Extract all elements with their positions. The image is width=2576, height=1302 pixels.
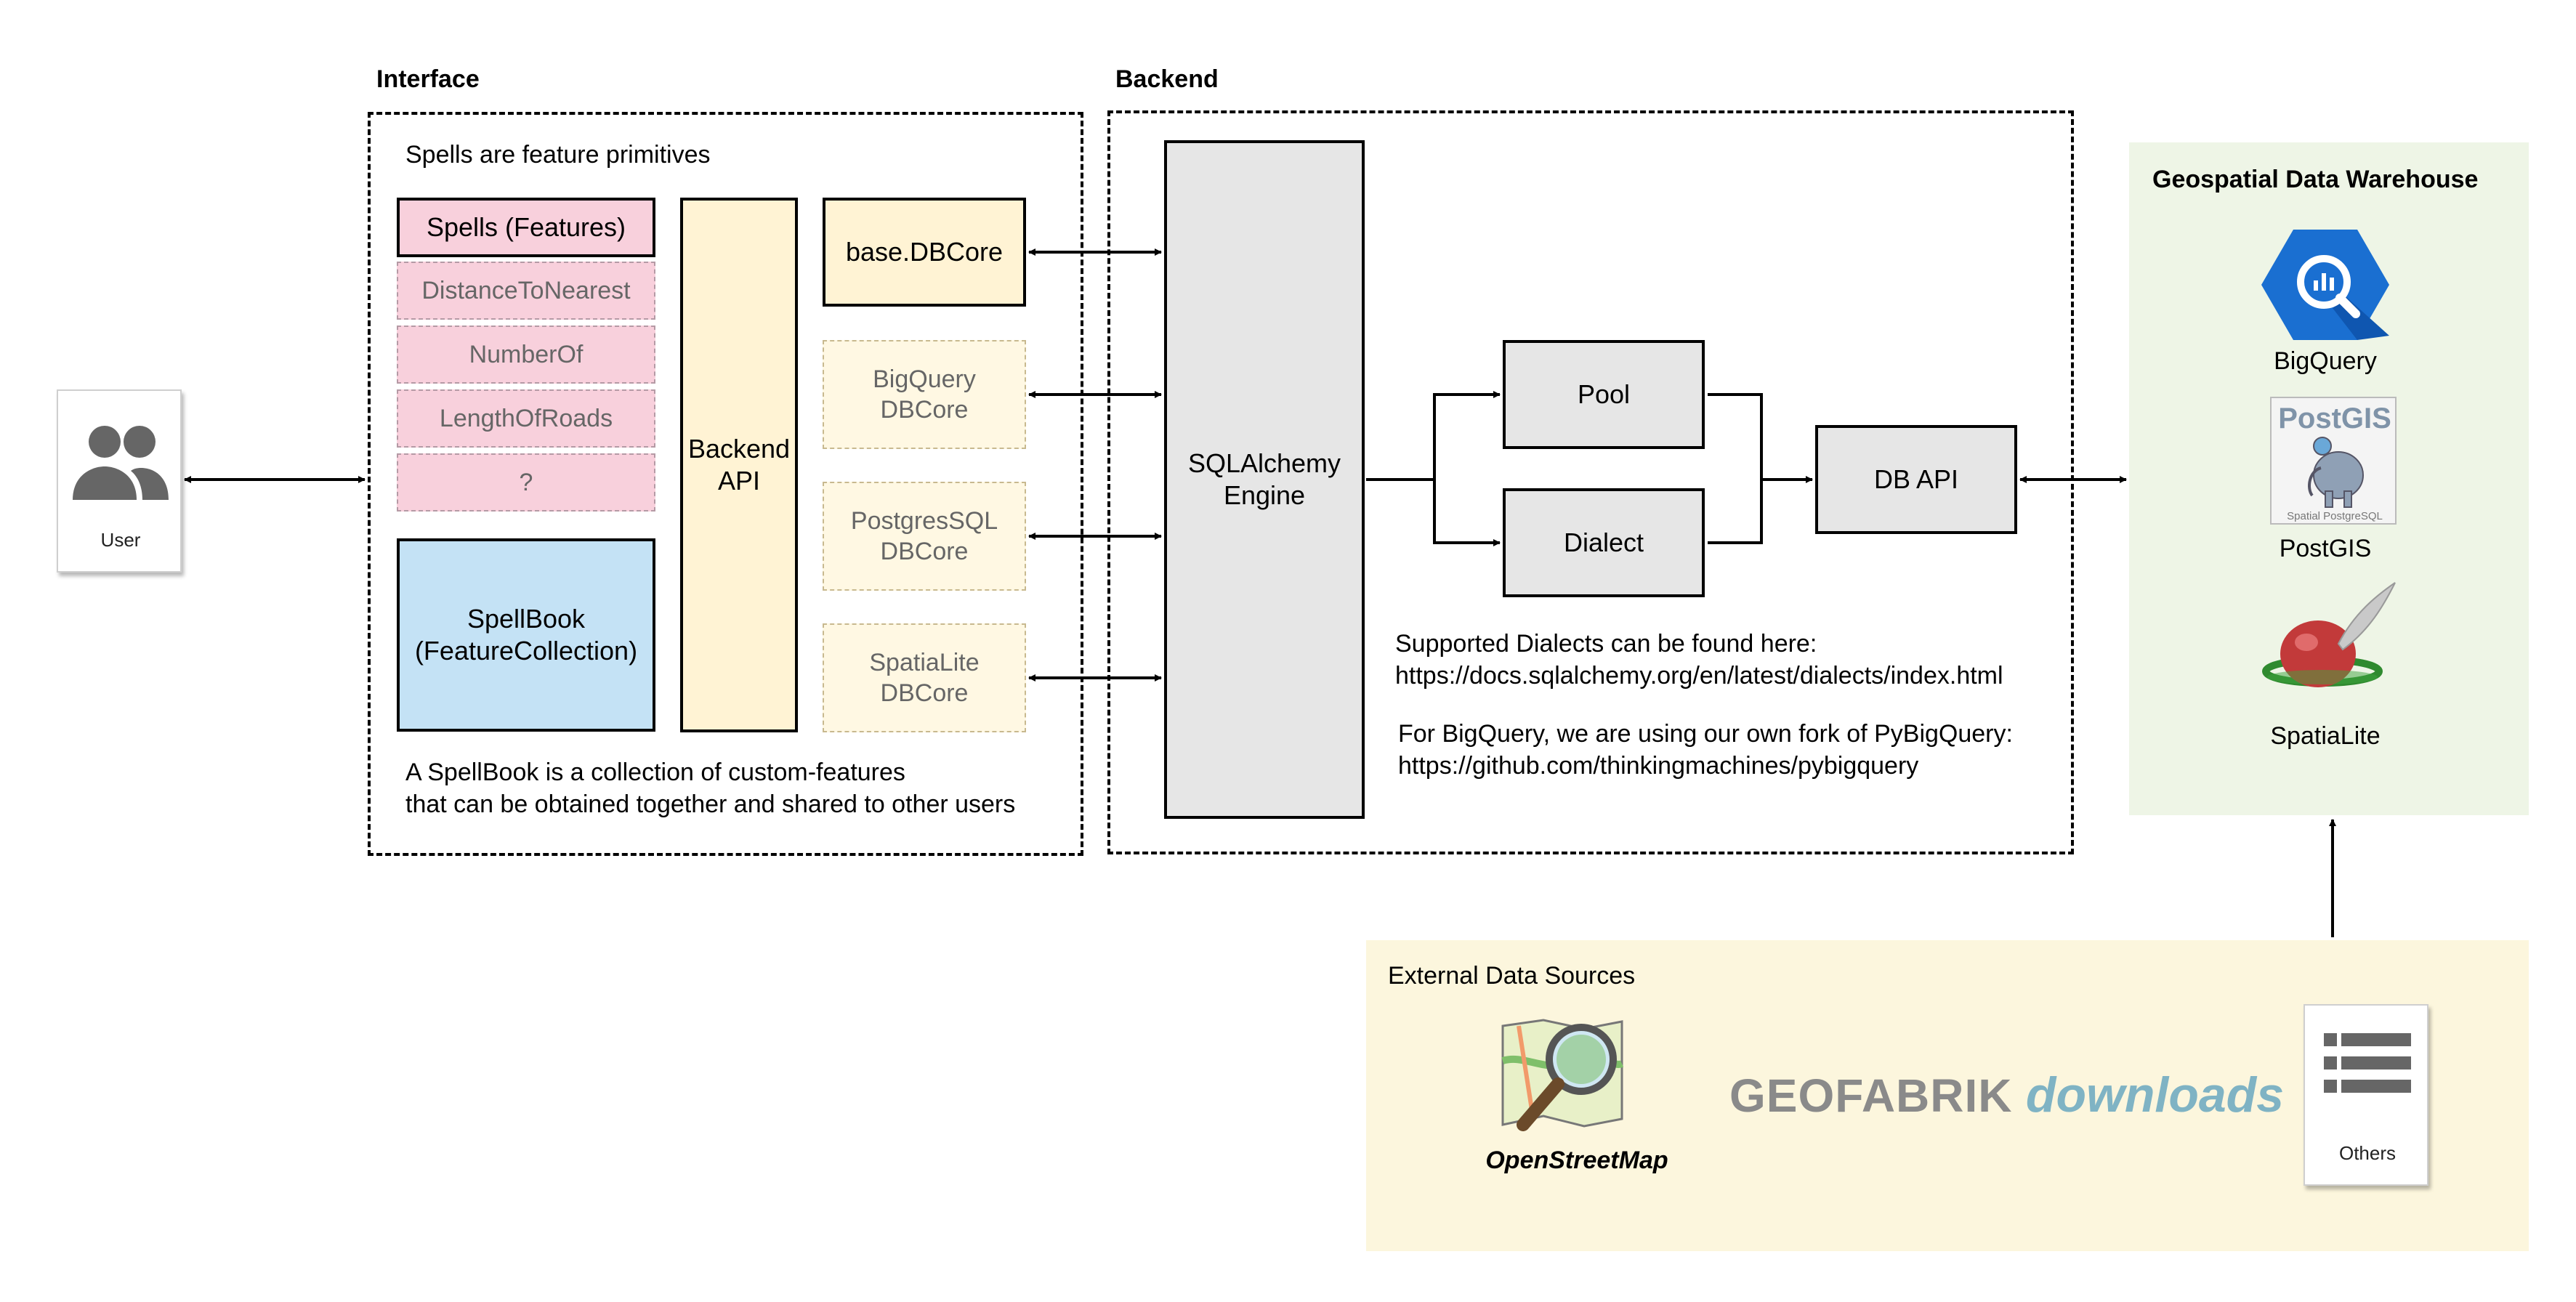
postgres-dbcore-line1: PostgresSQL bbox=[850, 507, 998, 535]
geofabrik-logo[interactable]: GEOFABRIK downloads bbox=[1729, 1067, 2284, 1123]
postgres-dbcore-line2: DBCore bbox=[880, 538, 969, 565]
bigquery-icon bbox=[2261, 230, 2389, 340]
interface-title: Interface bbox=[376, 65, 480, 93]
interface-caption-bottom-line2: that can be obtained together and shared… bbox=[405, 790, 1016, 818]
spatialite-dbcore-line1: SpatiaLite bbox=[869, 649, 980, 676]
user-card[interactable]: User bbox=[57, 389, 182, 573]
spellbook-label-line1: SpellBook bbox=[467, 604, 586, 634]
interface-group bbox=[368, 112, 1083, 856]
user-label: User bbox=[100, 529, 141, 551]
spells-header[interactable]: Spells (Features) bbox=[397, 198, 655, 257]
server-list-icon bbox=[2324, 1033, 2411, 1093]
spell-item[interactable]: NumberOf bbox=[397, 326, 655, 384]
spatialite-dbcore-line2: DBCore bbox=[880, 679, 969, 707]
dialect-box[interactable]: Dialect bbox=[1503, 488, 1705, 597]
warehouse-item-bigquery: BigQuery bbox=[2274, 347, 2377, 375]
engine-pool-arrow bbox=[1433, 391, 1501, 480]
backend-api-label-line1: Backend bbox=[687, 434, 791, 464]
bigquery-dbcore-line2: DBCore bbox=[880, 396, 969, 424]
sqlalchemy-engine-line2: Engine bbox=[1223, 480, 1306, 510]
backend-title: Backend bbox=[1115, 65, 1219, 93]
backend-api-box[interactable]: Backend API bbox=[680, 198, 798, 732]
bigquery-dbcore-box[interactable]: BigQuery DBCore bbox=[823, 340, 1026, 449]
postgres-dbcore-box[interactable]: PostgresSQL DBCore bbox=[823, 482, 1026, 591]
spatialite-dbcore-box[interactable]: SpatiaLite DBCore bbox=[823, 623, 1026, 732]
external-sources-title: External Data Sources bbox=[1388, 962, 1636, 990]
pool-box[interactable]: Pool bbox=[1503, 340, 1705, 449]
dialects-note-link[interactable]: https://docs.sqlalchemy.org/en/latest/di… bbox=[1395, 662, 2003, 690]
geofabrik-wordmark: GEOFABRIK bbox=[1729, 1070, 2013, 1122]
pool-merge-line bbox=[1708, 393, 1763, 544]
users-icon bbox=[73, 426, 169, 500]
postgis-logo-subtext: Spatial PostgreSQL bbox=[2287, 510, 2383, 522]
bigquery-note-link[interactable]: https://github.com/thinkingmachines/pybi… bbox=[1398, 752, 1919, 780]
spell-item[interactable]: DistanceToNearest bbox=[397, 262, 655, 320]
interface-caption-top: Spells are feature primitives bbox=[405, 141, 711, 169]
openstreetmap-icon bbox=[1501, 1019, 1624, 1131]
warehouse-item-postgis: PostGIS bbox=[2279, 535, 2372, 562]
others-label: Others bbox=[2338, 1142, 2397, 1164]
db-api-box[interactable]: DB API bbox=[1815, 425, 2017, 534]
engine-dialect-arrow bbox=[1433, 480, 1501, 546]
postgis-logo-text: PostGIS bbox=[2278, 403, 2391, 434]
warehouse-item-spatialite: SpatiaLite bbox=[2270, 722, 2381, 750]
base-dbcore-box[interactable]: base.DBCore bbox=[823, 198, 1026, 307]
bigquery-note-line1: For BigQuery, we are using our own fork … bbox=[1398, 720, 2013, 748]
backend-api-label-line2: API bbox=[717, 466, 761, 496]
spatialite-icon bbox=[2262, 582, 2396, 687]
bigquery-dbcore-line1: BigQuery bbox=[873, 365, 976, 393]
spell-item[interactable]: LengthOfRoads bbox=[397, 389, 655, 448]
others-card[interactable]: Others bbox=[2304, 1004, 2428, 1186]
openstreetmap-label: OpenStreetMap bbox=[1485, 1147, 1668, 1174]
spellbook-label-line2: (FeatureCollection) bbox=[414, 636, 638, 666]
warehouse-title: Geospatial Data Warehouse bbox=[2152, 166, 2479, 193]
sqlalchemy-engine-line1: SQLAlchemy bbox=[1187, 448, 1341, 478]
spellbook-box[interactable]: SpellBook (FeatureCollection) bbox=[397, 538, 655, 732]
interface-caption-bottom-line1: A SpellBook is a collection of custom-fe… bbox=[405, 759, 905, 786]
postgis-icon: PostGIS Spatial PostgreSQL bbox=[2270, 397, 2397, 525]
spell-item[interactable]: ? bbox=[397, 453, 655, 512]
sqlalchemy-engine-box[interactable]: SQLAlchemy Engine bbox=[1164, 140, 1365, 819]
geofabrik-downloads: downloads bbox=[2025, 1067, 2285, 1123]
dialects-note-line1: Supported Dialects can be found here: bbox=[1395, 630, 1817, 658]
